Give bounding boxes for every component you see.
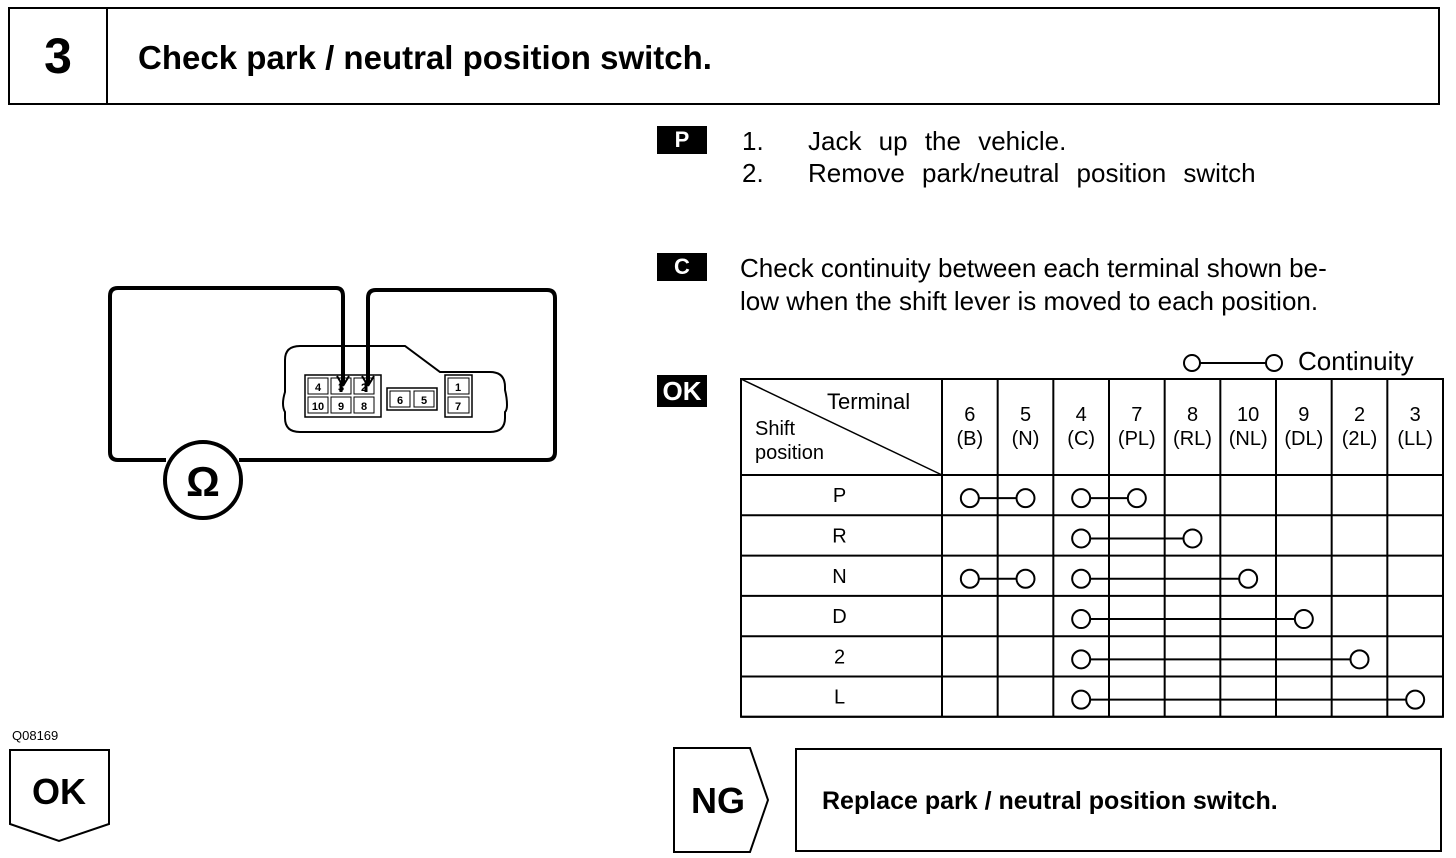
continuity-point xyxy=(959,488,980,509)
continuity-point xyxy=(1126,488,1147,509)
continuity-point xyxy=(1071,649,1092,670)
continuity-point xyxy=(959,568,980,589)
column-terminal-number: 6 xyxy=(964,404,975,426)
step-2-number: 2. xyxy=(742,158,764,188)
column-terminal-number: 4 xyxy=(1076,404,1087,426)
shift-position-label: R xyxy=(832,525,846,547)
ng-result-label: NG xyxy=(691,780,745,821)
ng-action-text: Replace park / neutral position switch. xyxy=(822,787,1278,815)
ok-tag: OK xyxy=(657,375,707,407)
pin-label: 1 xyxy=(455,382,461,394)
step-2: 2. Remove park/neutral position switch xyxy=(742,158,1422,192)
column-terminal-code: (RL) xyxy=(1173,428,1212,450)
shift-position-label: N xyxy=(832,566,846,588)
column-terminal-number: 2 xyxy=(1354,404,1365,426)
ohmmeter-icon xyxy=(163,440,243,520)
figure-id: Q08169 xyxy=(12,728,59,743)
prep-tag: P xyxy=(657,126,707,154)
continuity-point xyxy=(1349,649,1370,670)
step-2-text: Remove park/neutral position switch xyxy=(808,158,1256,188)
pin-label: 4 xyxy=(315,382,322,394)
step-1-number: 1. xyxy=(742,126,764,156)
shift-position-label: D xyxy=(832,606,846,628)
continuity-point xyxy=(1238,568,1259,589)
ng-action-box xyxy=(795,748,1442,852)
pin-label: 8 xyxy=(361,401,367,413)
corner-diagonal xyxy=(740,378,943,476)
shift-position-label: P xyxy=(833,485,846,507)
pin-label: 6 xyxy=(397,395,403,407)
step-1-text: Jack up the vehicle. xyxy=(808,126,1067,156)
column-terminal-code: (2L) xyxy=(1342,428,1378,450)
column-terminal-code: (N) xyxy=(1012,428,1040,450)
step-1: 1. Jack up the vehicle. xyxy=(742,126,1422,160)
continuity-point xyxy=(1015,568,1036,589)
column-terminal-number: 7 xyxy=(1131,404,1142,426)
column-terminal-code: (DL) xyxy=(1284,428,1323,450)
ok-result-label: OK xyxy=(32,771,86,812)
continuity-point xyxy=(1071,689,1092,710)
check-instruction: Check continuity between each terminal s… xyxy=(740,252,1327,318)
step-number: 3 xyxy=(10,9,108,103)
column-terminal-code: (B) xyxy=(956,428,983,450)
continuity-legend-symbol xyxy=(1183,354,1283,372)
column-terminal-number: 5 xyxy=(1020,404,1031,426)
connector-diagram: 4 3 2 6 5 1 10 9 8 7 Ω xyxy=(108,286,557,520)
check-line-1: Check continuity between each terminal s… xyxy=(740,253,1327,283)
step-header: 3 Check park / neutral position switch. xyxy=(8,7,1440,105)
corner-terminal-label: Terminal xyxy=(827,389,910,414)
continuity-point xyxy=(1071,609,1092,630)
ohm-symbol: Ω xyxy=(186,458,220,505)
pin-label: 7 xyxy=(455,401,461,413)
check-tag: C xyxy=(657,253,707,281)
pin-label: 2 xyxy=(361,382,367,394)
check-line-2: low when the shift lever is moved to eac… xyxy=(740,286,1319,316)
pin-label: 5 xyxy=(421,395,427,407)
continuity-point xyxy=(1071,528,1092,549)
corner-position-label: position xyxy=(755,442,824,464)
continuity-point xyxy=(1293,609,1314,630)
ng-result-arrow: NG xyxy=(673,747,770,853)
continuity-point xyxy=(1015,488,1036,509)
column-terminal-code: (LL) xyxy=(1397,428,1433,450)
continuity-table: TerminalShiftposition6(B)5(N)4(C)7(PL)8(… xyxy=(740,378,1444,718)
continuity-point xyxy=(1071,488,1092,509)
step-title: Check park / neutral position switch. xyxy=(138,39,712,76)
ok-result-arrow: OK xyxy=(9,749,110,843)
shift-position-label: L xyxy=(834,687,845,709)
corner-shift-label: Shift xyxy=(755,418,795,440)
column-terminal-number: 10 xyxy=(1237,404,1259,426)
pin-label: 3 xyxy=(338,382,344,394)
shift-position-label: 2 xyxy=(834,646,845,668)
legend-label: Continuity xyxy=(1298,346,1414,376)
column-terminal-number: 8 xyxy=(1187,404,1198,426)
column-terminal-code: (C) xyxy=(1067,428,1095,450)
continuity-point xyxy=(1405,689,1426,710)
pin-label: 10 xyxy=(312,401,324,413)
column-terminal-code: (NL) xyxy=(1229,428,1268,450)
column-terminal-code: (PL) xyxy=(1118,428,1156,450)
continuity-point xyxy=(1071,568,1092,589)
column-terminal-number: 3 xyxy=(1410,404,1421,426)
pin-label: 9 xyxy=(338,401,344,413)
continuity-point xyxy=(1182,528,1203,549)
column-terminal-number: 9 xyxy=(1298,404,1309,426)
